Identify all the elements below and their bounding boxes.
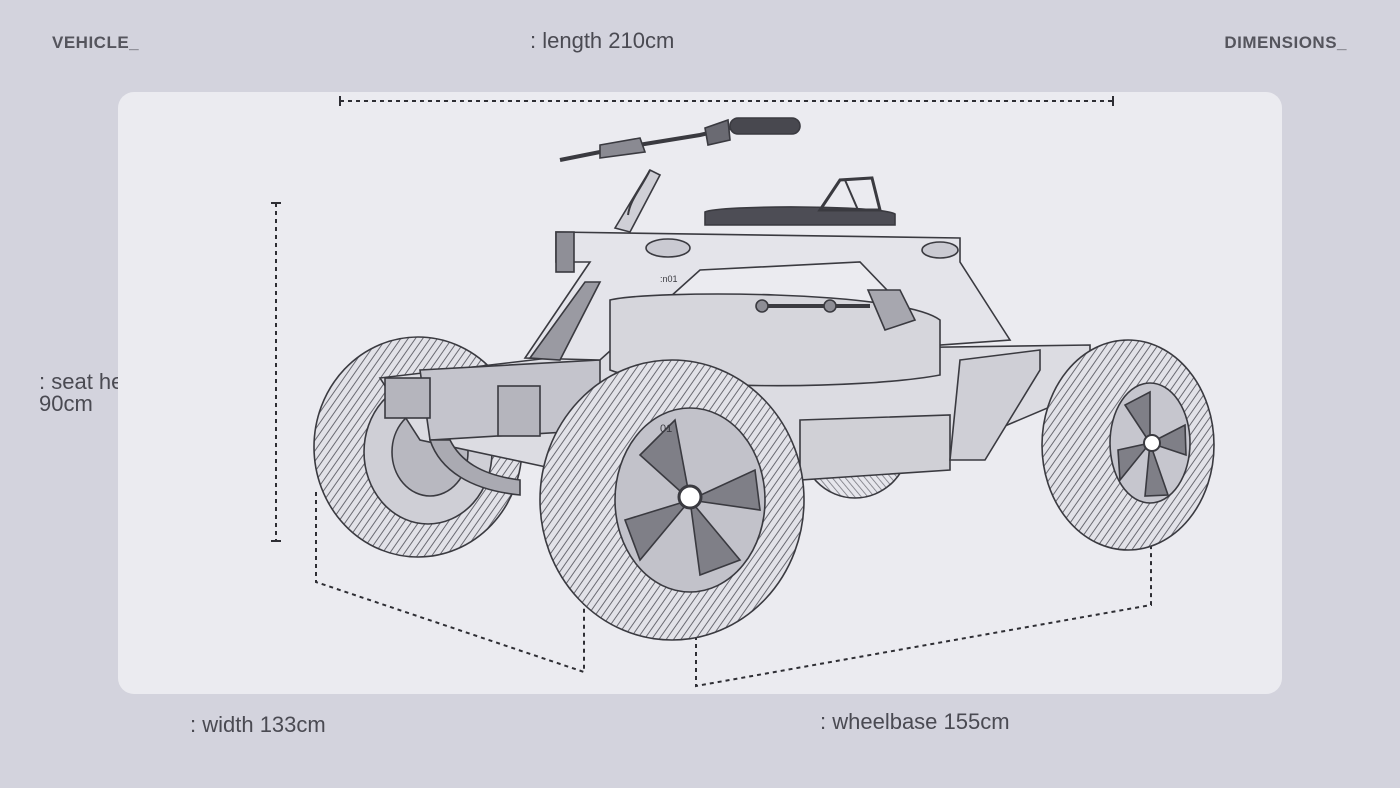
length-dimension-line xyxy=(339,96,1114,106)
wheel-mark-text: 01 xyxy=(660,423,672,435)
handlebar xyxy=(559,117,801,233)
wheelbase-dimension-label: : wheelbase 155cm xyxy=(820,709,1010,734)
seat xyxy=(704,176,896,226)
length-dimension-label: : length 210cm xyxy=(530,28,675,53)
front-right-wheel xyxy=(1041,339,1215,551)
vehicle-illustration: :n01 01 xyxy=(313,117,1215,641)
vehicle-label: VEHICLE_ xyxy=(52,33,140,52)
front-left-wheel: 01 xyxy=(539,359,805,641)
stencil-text: :n01 xyxy=(660,274,678,284)
seat-height-label-line2: 90cm xyxy=(39,391,93,416)
width-dimension-line xyxy=(315,492,585,674)
width-dimension-label: : width 133cm xyxy=(190,712,326,737)
wheelbase-dimension-line xyxy=(695,525,1152,688)
seat-height-dimension-line xyxy=(271,202,281,542)
dimensions-label: DIMENSIONS_ xyxy=(1224,33,1347,52)
